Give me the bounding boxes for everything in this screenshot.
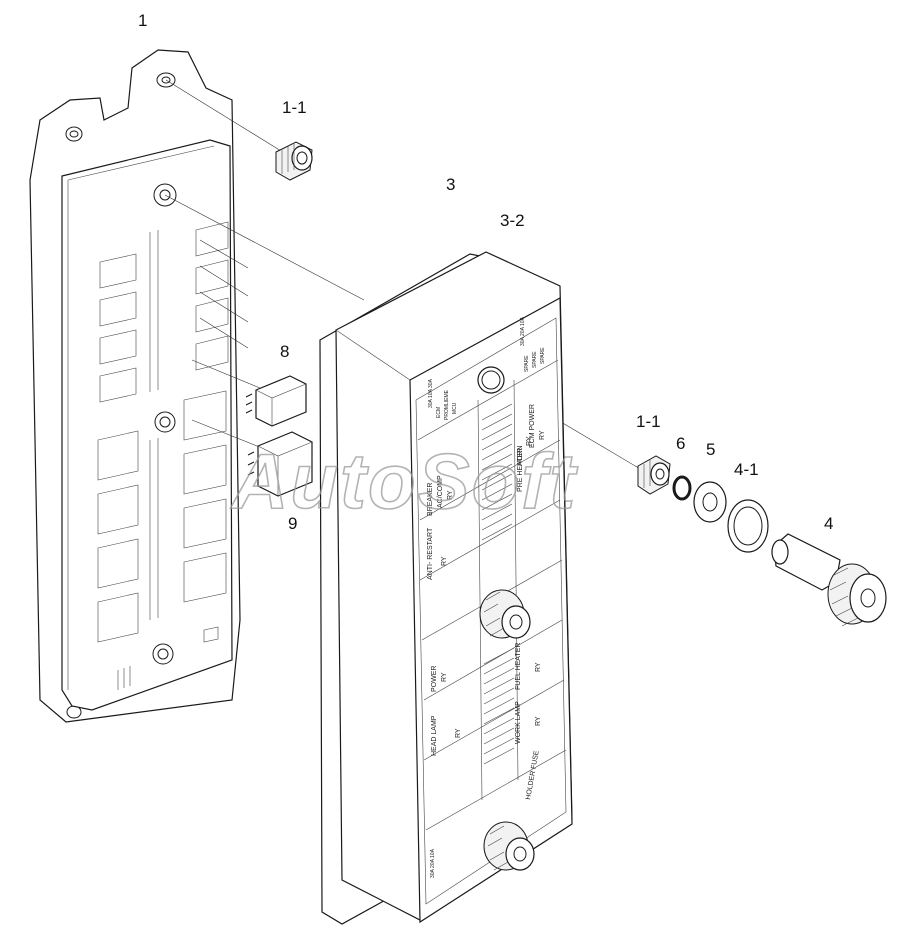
fuse-box-bottom-ratings: 30A 20A 10A <box>430 848 436 878</box>
grommet-part-1-1-top <box>275 141 313 181</box>
fuse-box-top-ratings: 30A 20A 10A <box>520 316 526 346</box>
base-plate-part-1 <box>29 49 241 723</box>
fuse-box-spare-3: SPARE <box>540 347 546 364</box>
callout-1: 1 <box>138 11 147 30</box>
callout-6: 6 <box>676 434 685 453</box>
fuse-box-fuel-heater: FUEL HEATER <box>515 643 522 690</box>
fuse-box-mcu: MCU <box>452 402 458 414</box>
fuse-box-part-3: 30A 20A 10A SPARE SPARE SPARE 30A 10A 30… <box>319 251 573 925</box>
fuse-box-ecm-sub: PROMLIEME <box>444 389 450 420</box>
relay-part-8 <box>245 375 307 427</box>
fuse-box-work-ry: RY <box>535 716 542 726</box>
grommet-part-1-1-right <box>637 455 671 495</box>
fuse-box-horn: HORN <box>517 445 524 466</box>
o-ring-part-6 <box>672 475 692 501</box>
callout-5: 5 <box>706 440 715 459</box>
fuse-box-ry-2: RY <box>441 556 448 566</box>
seal-ring-part-4-1 <box>727 499 769 553</box>
fuse-box-knob-upper <box>479 589 531 639</box>
fuse-box-power-ry: RY <box>441 672 448 682</box>
fuse-box-ecm-power: ECM POWER <box>529 404 536 448</box>
callout-3-2: 3-2 <box>500 211 525 230</box>
callout-4-1: 4-1 <box>734 460 759 479</box>
callout-1-1-right: 1-1 <box>636 412 661 431</box>
fuse-box-spare-2: SPARE <box>532 351 538 368</box>
fuse-box-horn-ry: RY <box>526 436 533 446</box>
knob-part-4 <box>771 533 887 627</box>
callout-8: 8 <box>280 342 289 361</box>
relay-part-9 <box>247 431 313 497</box>
fuse-box-ecm: ECM <box>436 407 442 418</box>
callout-labels: 1 1-1 3 3-2 8 9 1-1 6 5 4-1 4 <box>138 11 833 533</box>
fuse-box-spare-1: SPARE <box>524 355 530 372</box>
fuse-box-head-lamp: HEAD LAMP <box>431 715 438 756</box>
callout-4: 4 <box>824 514 833 533</box>
fuse-box-work-lamp: WORK LAMP <box>515 701 522 744</box>
fuse-box-breaker: BREAKER <box>427 483 434 516</box>
fuse-box-knob-lower <box>483 821 535 871</box>
washer-part-5 <box>693 481 727 523</box>
fuse-box-anti-restart: ANTI- RESTART <box>427 527 434 580</box>
fuse-box-pre-heater: PRE HEATER <box>517 448 524 492</box>
fuse-box-ry-1: RY <box>447 490 454 500</box>
watermark-text: AutoSoft <box>230 437 578 525</box>
callout-9: 9 <box>288 514 297 533</box>
callout-3: 3 <box>446 175 455 194</box>
fuse-box-head-ry: RY <box>455 728 462 738</box>
fuse-box-fuel-ry: RY <box>535 662 542 672</box>
fuse-box-ac-comp: AC/COMP <box>437 475 444 508</box>
fuse-box-col-ratings: 30A 10A 30A <box>428 378 434 408</box>
fuse-box-ecm-ry: RY <box>539 430 546 440</box>
fuse-box-power: POWER <box>431 666 438 692</box>
callout-1-1-top: 1-1 <box>282 98 307 117</box>
